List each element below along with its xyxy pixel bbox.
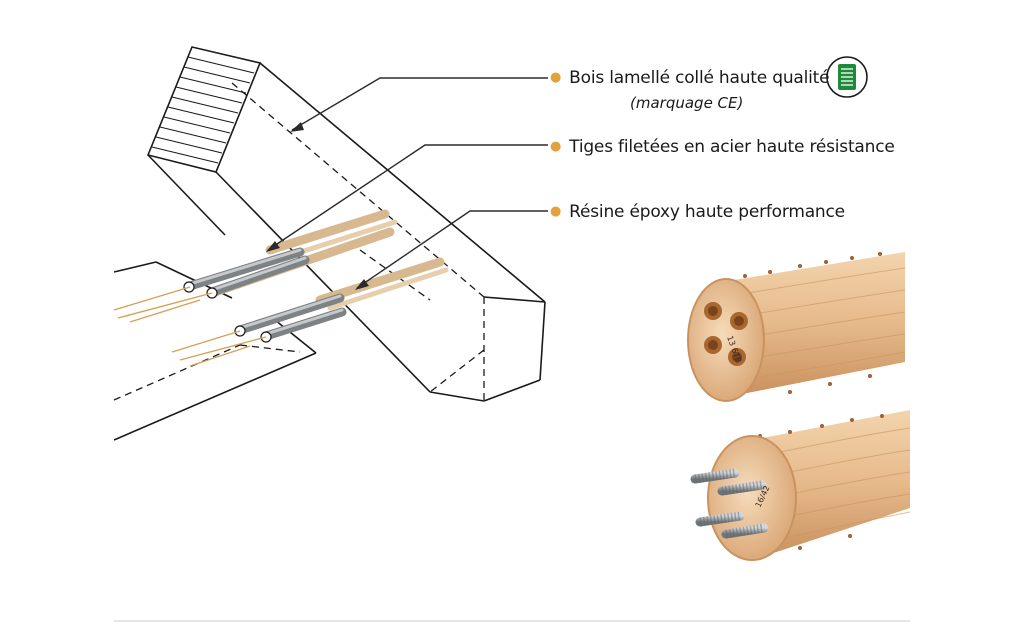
protruding-rod xyxy=(690,468,740,484)
steel-rod xyxy=(261,307,347,341)
bore-hole xyxy=(704,302,722,320)
bore-hole xyxy=(730,312,748,330)
label-rods-text: Tiges filetées en acier haute résistance xyxy=(569,137,895,157)
leader-lines xyxy=(267,77,548,289)
protruding-rod xyxy=(695,511,745,527)
label-rods: ● Tiges filetées en acier haute résistanc… xyxy=(550,137,895,157)
bullet-icon: ● xyxy=(550,204,562,219)
bore-hole xyxy=(704,336,722,354)
bore-hole xyxy=(728,348,746,366)
timber-photo-rods: 16/42 xyxy=(690,410,911,561)
end-face-hatching xyxy=(151,56,255,164)
beam-drawing xyxy=(146,46,546,402)
steel-rod xyxy=(235,293,345,335)
bottom-divider xyxy=(114,620,910,622)
label-resin: ● Résine époxy haute performance xyxy=(550,202,845,222)
label-glulam: ● Bois lamellé collé haute qualité xyxy=(550,68,830,88)
leader-glulam xyxy=(291,77,548,131)
leader-arrowheads xyxy=(266,122,369,290)
bullet-icon: ● xyxy=(550,139,562,154)
lower-member-drawing xyxy=(113,261,317,441)
bullet-icon: ● xyxy=(550,70,562,85)
protruding-rod xyxy=(717,480,767,496)
steel-rod xyxy=(185,247,305,291)
timber-photo-holes: 13 6TB xyxy=(687,252,906,402)
steel-rod xyxy=(207,255,310,297)
ce-mark-icon xyxy=(826,56,868,98)
label-resin-text: Résine époxy haute performance xyxy=(569,202,845,222)
threaded-rods xyxy=(113,209,449,367)
protruding-rod xyxy=(721,523,769,539)
label-glulam-text: Bois lamellé collé haute qualité xyxy=(569,68,830,88)
hidden-lines xyxy=(231,82,485,401)
leader-rods xyxy=(267,144,548,251)
leader-resin xyxy=(356,210,548,289)
label-glulam-note: (marquage CE) xyxy=(630,94,744,112)
